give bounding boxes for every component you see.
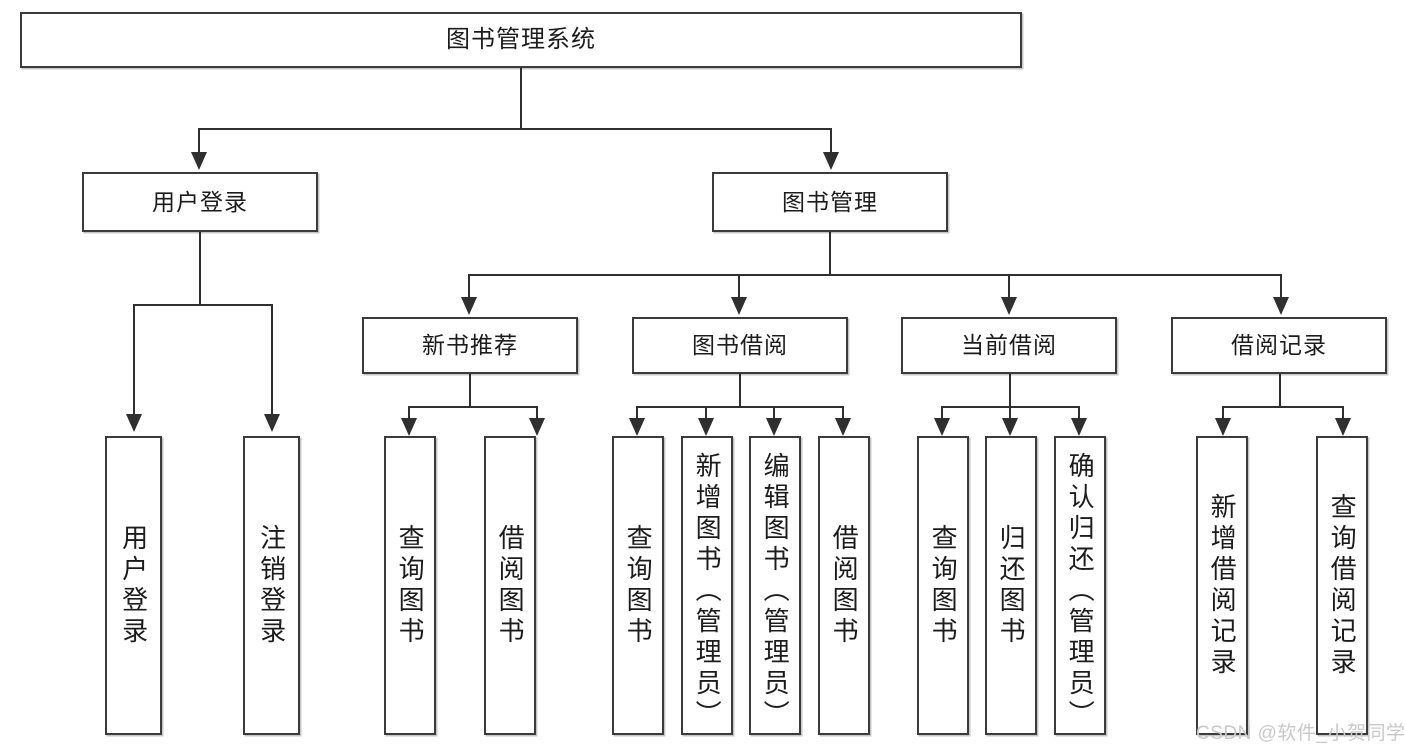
connector-user-login-to-leaf-1	[133, 304, 135, 416]
arrowhead-borrow-record	[1273, 297, 1289, 315]
node-borrow-record-label: 借阅记录	[1231, 332, 1327, 359]
connector-bm-to-current-borrow	[1008, 274, 1010, 299]
arrowhead-leaf-add-borrow-record	[1215, 418, 1231, 436]
connector-bookborrow-stem	[739, 374, 741, 406]
arrowhead-leaf-borrow-book-1	[529, 418, 545, 436]
node-leaf-edit-book[interactable]: 编辑图书（管理员）	[749, 436, 801, 735]
node-leaf-logout-login[interactable]: 注销登录	[243, 436, 300, 735]
node-root[interactable]: 图书管理系统	[20, 12, 1022, 68]
connector-root-to-book-manage	[830, 128, 832, 154]
arrowhead-leaf-return-book	[1002, 418, 1018, 436]
node-new-book-recommend[interactable]: 新书推荐	[362, 317, 578, 374]
node-leaf-query-borrow-record-label: 查询借阅记录	[1327, 492, 1358, 679]
connector-cb-to-leaf-2	[1009, 406, 1011, 420]
connector-bm-to-book-borrow	[738, 274, 740, 299]
connector-cb-to-leaf-1	[941, 406, 943, 420]
node-leaf-logout-login-label: 注销登录	[256, 523, 287, 648]
connector-bookborrow-bus	[636, 406, 842, 408]
arrowhead-leaf-user-login	[126, 414, 142, 432]
connector-newbook-to-leaf-1	[408, 406, 410, 420]
node-user-login[interactable]: 用户登录	[82, 172, 318, 232]
arrowhead-leaf-add-book	[698, 418, 714, 436]
connector-root-stem	[520, 68, 522, 128]
arrowhead-current-borrow	[1001, 297, 1017, 315]
connector-newbook-bus	[408, 406, 536, 408]
arrowhead-book-borrow	[731, 297, 747, 315]
node-borrow-record[interactable]: 借阅记录	[1171, 317, 1387, 374]
node-leaf-query-book-3-label: 查询图书	[928, 523, 959, 648]
arrowhead-leaf-logout-login	[264, 414, 280, 432]
arrowhead-new-book-recommend	[461, 297, 477, 315]
connector-user-login-bus	[133, 304, 273, 306]
node-user-login-label: 用户登录	[152, 188, 248, 215]
arrowhead-leaf-edit-book	[766, 418, 782, 436]
node-leaf-borrow-book-2[interactable]: 借阅图书	[818, 436, 870, 735]
node-leaf-confirm-return-label: 确认归还（管理员）	[1065, 452, 1096, 731]
connector-bm-to-borrow-record	[1280, 274, 1282, 299]
node-leaf-edit-book-label: 编辑图书（管理员）	[760, 452, 791, 731]
node-book-borrow-label: 图书借阅	[692, 332, 788, 359]
arrowhead-leaf-confirm-return	[1071, 418, 1087, 436]
connector-book-manage-bus	[468, 274, 1280, 276]
node-root-label: 图书管理系统	[446, 26, 596, 54]
node-leaf-query-borrow-record[interactable]: 查询借阅记录	[1316, 436, 1368, 735]
watermark-text: CSDN @软件_小贺同学	[1196, 723, 1405, 744]
node-leaf-add-borrow-record[interactable]: 新增借阅记录	[1196, 436, 1248, 735]
connector-br-to-leaf-2	[1342, 406, 1344, 420]
connector-book-manage-stem	[829, 232, 831, 274]
connector-cb-to-leaf-3	[1078, 406, 1080, 420]
connector-currentborrow-stem	[1009, 374, 1011, 406]
connector-user-login-to-leaf-2	[271, 304, 273, 416]
node-leaf-query-book-1-label: 查询图书	[395, 523, 426, 648]
arrowhead-leaf-borrow-book-2	[835, 418, 851, 436]
connector-bb-to-leaf-2	[705, 406, 707, 420]
connector-bb-to-leaf-4	[842, 406, 844, 420]
connector-newbook-to-leaf-2	[536, 406, 538, 420]
node-leaf-user-login-label: 用户登录	[118, 523, 149, 648]
arrowhead-leaf-query-book-3	[934, 418, 950, 436]
connector-root-to-user-login	[198, 128, 200, 154]
node-leaf-query-book-2[interactable]: 查询图书	[612, 436, 664, 735]
node-leaf-return-book-label: 归还图书	[996, 523, 1027, 648]
node-leaf-query-book-3[interactable]: 查询图书	[917, 436, 969, 735]
connector-bb-to-leaf-1	[636, 406, 638, 420]
connector-root-bus	[198, 128, 831, 130]
arrowhead-leaf-query-book-1	[401, 418, 417, 436]
node-leaf-user-login[interactable]: 用户登录	[105, 436, 162, 735]
arrowhead-leaf-query-borrow-record	[1335, 418, 1351, 436]
node-leaf-return-book[interactable]: 归还图书	[985, 436, 1037, 735]
connector-newbook-stem	[469, 374, 471, 406]
node-current-borrow[interactable]: 当前借阅	[901, 317, 1117, 374]
node-leaf-query-book-1[interactable]: 查询图书	[384, 436, 436, 735]
node-leaf-add-book[interactable]: 新增图书（管理员）	[681, 436, 733, 735]
arrowhead-leaf-query-book-2	[629, 418, 645, 436]
node-book-borrow[interactable]: 图书借阅	[632, 317, 848, 374]
node-current-borrow-label: 当前借阅	[961, 332, 1057, 359]
arrowhead-book-manage	[823, 152, 839, 170]
arrowhead-user-login	[191, 152, 207, 170]
node-leaf-borrow-book-2-label: 借阅图书	[829, 523, 860, 648]
node-leaf-add-borrow-record-label: 新增借阅记录	[1207, 492, 1238, 679]
node-book-manage-label: 图书管理	[782, 188, 878, 215]
connector-user-login-stem	[199, 232, 201, 304]
node-new-book-recommend-label: 新书推荐	[422, 332, 518, 359]
connector-bb-to-leaf-3	[773, 406, 775, 420]
node-leaf-confirm-return[interactable]: 确认归还（管理员）	[1054, 436, 1106, 735]
connector-br-to-leaf-1	[1222, 406, 1224, 420]
node-leaf-query-book-2-label: 查询图书	[623, 523, 654, 648]
connector-bm-to-new-book	[468, 274, 470, 299]
node-leaf-borrow-book-1[interactable]: 借阅图书	[484, 436, 536, 735]
connector-borrowrecord-bus	[1222, 406, 1342, 408]
connector-borrowrecord-stem	[1279, 374, 1281, 406]
node-leaf-borrow-book-1-label: 借阅图书	[495, 523, 526, 648]
node-leaf-add-book-label: 新增图书（管理员）	[692, 452, 723, 731]
node-book-manage[interactable]: 图书管理	[712, 172, 948, 232]
